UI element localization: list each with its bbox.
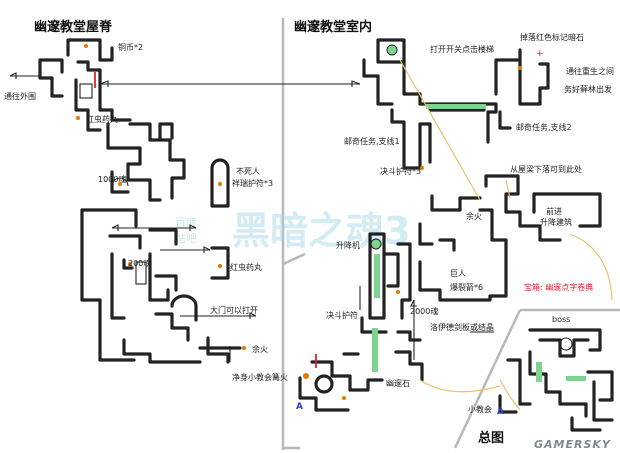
svg-text:A: A <box>497 407 504 417</box>
label-to-resurrection: 通往重生之间 <box>566 66 614 76</box>
label-red-pill-1: 红虫药丸 <box>86 114 118 124</box>
svg-text:A: A <box>296 402 303 412</box>
label-small-church: 小教会 <box>468 404 492 414</box>
label-purging-stone: 净身小教会篝火 <box>232 372 288 382</box>
label-copper-coin: 铜币*2 <box>118 42 143 52</box>
roof-map <box>9 38 361 364</box>
title-roof: 幽邃教堂屋脊 <box>34 19 113 35</box>
label-dont-open: 务好藓林出发 <box>564 84 612 94</box>
inside-map: + A <box>296 38 613 412</box>
label-odd-branch-2: 邮奇任务,支线2 <box>516 122 572 132</box>
label-ember-6: 爆裂箭*6 <box>450 282 483 292</box>
label-elevator: 升降机 <box>336 240 360 250</box>
label-treasure: 宝箱: 幽邃点字卷典 <box>524 282 593 292</box>
label-to-outer: 通往外围 <box>4 91 36 101</box>
label-boss: boss <box>552 315 570 324</box>
label-pontiff-note: 洛伊德剑板或结晶 <box>430 322 494 332</box>
label-rest-l1: 前进 <box>546 206 562 216</box>
label-dist-1000: 1000魂 <box>98 174 126 184</box>
watermark-sub-2: 贴吧 <box>175 231 197 245</box>
svg-text:+: + <box>536 49 544 59</box>
label-red-pill-2: 红虫药丸 <box>230 262 262 272</box>
overview-map: A <box>497 328 614 432</box>
label-dist-2000: 2000魂 <box>410 306 438 316</box>
label-odd-branch-1: 邮奇任务,支线1 <box>344 136 400 146</box>
label-rest-l2: 升降建筑 <box>540 217 572 227</box>
label-from-roof: 从屋梁下落可到此处 <box>510 164 582 174</box>
label-duel-charm: 决斗护符 <box>326 310 358 320</box>
label-sacred-charm: 祥瑞护符*3 <box>232 178 273 188</box>
label-corrupt-stone: 幽邃石 <box>386 378 410 388</box>
brand-logo: GAMERSKY <box>534 438 611 451</box>
label-undead: 不死人 <box>236 167 260 176</box>
label-talisman-3: 决斗护符*3 <box>380 166 421 176</box>
title-overview: 总图 <box>478 430 504 446</box>
label-lever: 打开开关点击楼梯 <box>430 44 494 54</box>
title-inside: 幽邃教堂室内 <box>294 19 372 35</box>
label-big-door: 大门可以打开 <box>210 305 258 315</box>
label-fallen-key: 掉落红色标记暗石 <box>520 32 584 42</box>
label-bonfire-1: 余火 <box>252 344 268 354</box>
region-separators <box>281 18 620 450</box>
label-giant: 巨人 <box>450 269 466 278</box>
label-bonfire-2: 余火 <box>466 211 482 221</box>
label-dist-200: 200魂 <box>128 258 151 268</box>
